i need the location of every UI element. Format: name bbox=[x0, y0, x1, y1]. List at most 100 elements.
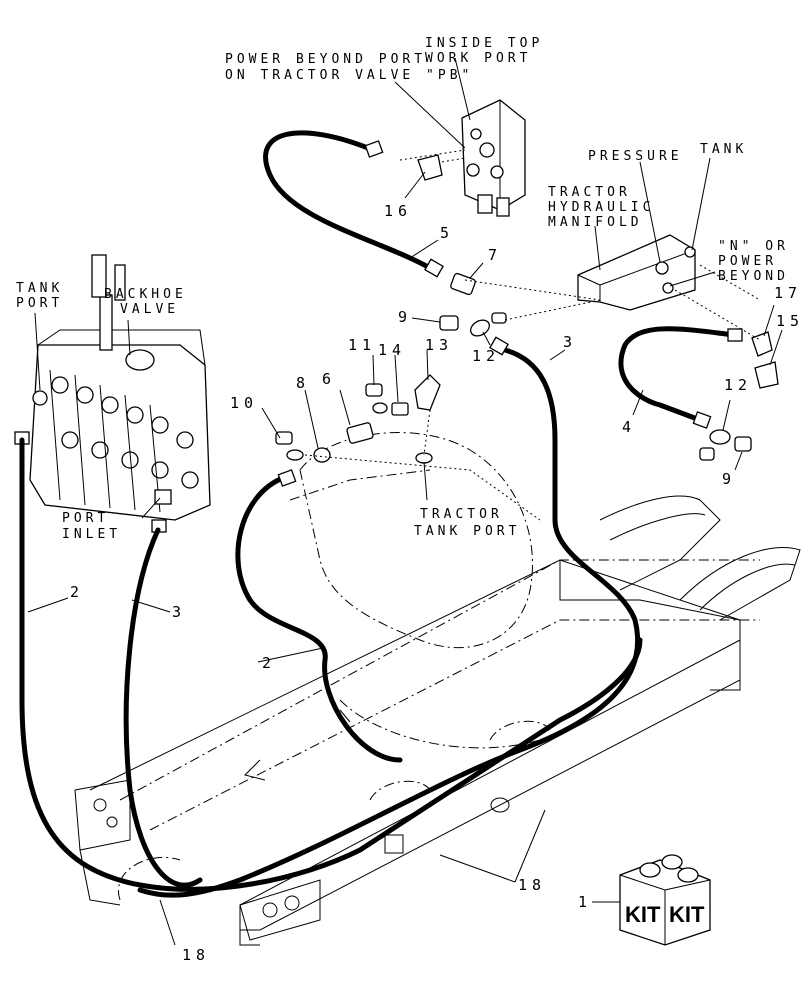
callout-9: 9 bbox=[398, 308, 412, 326]
callout-2: 2 bbox=[262, 654, 276, 672]
tank-fitting bbox=[684, 246, 696, 258]
label-manifold-2: HYDRAULIC bbox=[548, 200, 654, 215]
bracket-hole bbox=[93, 798, 107, 812]
frame-knob bbox=[490, 797, 510, 813]
loader-mount-2b bbox=[699, 563, 796, 611]
callout-5: 5 bbox=[440, 224, 454, 242]
leader-16 bbox=[404, 171, 426, 199]
leader-tank-port bbox=[34, 312, 41, 391]
valve-cap bbox=[125, 349, 155, 371]
label-beyond: BEYOND bbox=[718, 269, 789, 284]
leader-18-left bbox=[159, 899, 176, 946]
hose-3-end bbox=[489, 336, 509, 356]
hose-4-end bbox=[692, 411, 712, 429]
leader-power-beyond bbox=[394, 81, 466, 149]
inlet-port-nut bbox=[154, 489, 172, 505]
leader-9 bbox=[411, 317, 441, 323]
label-port: PORT bbox=[62, 511, 109, 526]
frame-tick bbox=[339, 709, 351, 723]
valve-spool bbox=[99, 294, 113, 351]
label-tank-port-1: TANK bbox=[16, 281, 63, 296]
backhoe-valve bbox=[14, 254, 211, 533]
cap-12 bbox=[470, 319, 490, 337]
cap-10 bbox=[275, 431, 293, 445]
valve-port bbox=[479, 142, 495, 158]
dotted-link bbox=[674, 264, 761, 341]
frame-dash-mid bbox=[149, 619, 760, 831]
callout-11: 11 bbox=[348, 336, 376, 354]
tractor-tank-outline bbox=[299, 432, 533, 649]
dotted-link bbox=[423, 409, 431, 456]
leader-3-left bbox=[131, 599, 171, 613]
leader-8 bbox=[304, 389, 319, 449]
dotted-link bbox=[304, 454, 541, 521]
hose-5-end bbox=[364, 140, 384, 158]
leader-12 bbox=[482, 331, 491, 346]
hose-4-end bbox=[727, 328, 743, 342]
elbow-15 bbox=[754, 361, 779, 389]
leader-tractor-tank bbox=[423, 461, 428, 501]
cap-11-ring bbox=[372, 402, 388, 414]
leader-9-right bbox=[734, 451, 743, 471]
tractor-tank-port-fitting bbox=[415, 452, 433, 464]
callout-15: 15 bbox=[776, 312, 804, 330]
manifold-edges bbox=[577, 249, 696, 302]
label-backhoe: BACKHOE bbox=[104, 287, 187, 302]
label-manifold-1: TRACTOR bbox=[548, 185, 631, 200]
callout-7: 7 bbox=[488, 246, 502, 264]
label-power-beyond-2: ON TRACTOR VALVE "PB" bbox=[225, 68, 473, 83]
frame-dash-curve bbox=[339, 699, 541, 749]
valve-port bbox=[490, 165, 504, 179]
cap-12-right bbox=[709, 429, 731, 445]
callouts: 1 2 2 3 3 4 5 6 7 8 9 9 10 11 12 12 13 1… bbox=[70, 202, 804, 964]
coupler-6 bbox=[346, 422, 374, 444]
hose-4 bbox=[618, 326, 738, 423]
valve-port bbox=[470, 128, 482, 140]
leader-n-or bbox=[669, 271, 716, 287]
label-tractor: TRACTOR bbox=[420, 507, 503, 522]
label-pressure: PRESSURE bbox=[588, 149, 683, 164]
bracket-hole bbox=[262, 902, 278, 918]
callout-3: 3 bbox=[563, 333, 577, 351]
tank-port-fitting bbox=[32, 390, 48, 406]
frame-plate bbox=[384, 834, 404, 854]
hose-2-end bbox=[277, 469, 297, 487]
callout-17: 17 bbox=[774, 284, 802, 302]
loader-mount-2 bbox=[679, 546, 801, 621]
callout-4: 4 bbox=[622, 418, 636, 436]
leader-15 bbox=[769, 329, 783, 366]
right-rail bbox=[639, 599, 741, 691]
label-work-port: WORK PORT bbox=[425, 51, 531, 66]
callout-12: 12 bbox=[724, 376, 752, 394]
leader-pressure bbox=[639, 161, 661, 263]
callout-10: 10 bbox=[230, 394, 258, 412]
kit-box-edges bbox=[619, 874, 711, 945]
hose-5-end bbox=[424, 258, 444, 278]
hose-3-right bbox=[137, 347, 641, 898]
fittings bbox=[275, 272, 779, 487]
valve-top bbox=[37, 329, 206, 366]
cap-12-right-plug bbox=[699, 447, 715, 461]
leader-lines bbox=[27, 57, 783, 946]
lower-bracket bbox=[239, 879, 321, 941]
callout-1: 1 bbox=[578, 893, 592, 911]
loader-mount-1 bbox=[599, 495, 721, 591]
label-power: POWER bbox=[718, 254, 777, 269]
rail-step bbox=[559, 560, 640, 601]
leader-14 bbox=[394, 354, 399, 403]
valve-port bbox=[466, 163, 480, 177]
label-valve: VALVE bbox=[120, 302, 179, 317]
valve-handle bbox=[91, 254, 107, 298]
callout-16: 16 bbox=[384, 202, 412, 220]
callout-6: 6 bbox=[322, 370, 336, 388]
leader-12-right bbox=[722, 399, 731, 431]
kit-box: KIT KIT bbox=[619, 854, 711, 946]
dotted-link bbox=[399, 149, 466, 161]
leader-5 bbox=[409, 239, 439, 259]
valve-handle bbox=[114, 264, 126, 301]
leader-2-left bbox=[27, 597, 69, 613]
loader-mount-1b bbox=[609, 513, 706, 541]
valve-sections bbox=[49, 369, 199, 513]
